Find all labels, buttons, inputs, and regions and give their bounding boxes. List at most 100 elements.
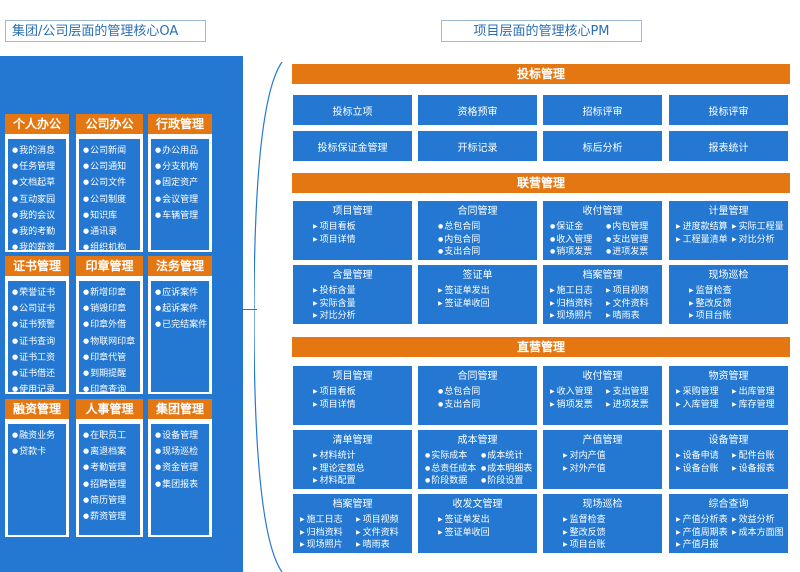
module-item[interactable]: 使用记录 — [12, 382, 66, 392]
module-box-item[interactable]: 内包合同 — [438, 234, 537, 247]
module-title[interactable]: 个人办公 — [5, 114, 69, 134]
module-box-item[interactable]: 签证单收回 — [438, 527, 537, 540]
module-box-item[interactable]: 整改反馈 — [563, 527, 662, 540]
module-item[interactable]: 已完结案件 — [155, 317, 209, 333]
module-box-item[interactable]: 整改反馈 — [689, 298, 788, 311]
bidding-module-button[interactable]: 资格预审 — [418, 95, 537, 125]
module-item[interactable]: 印章外借 — [83, 317, 140, 333]
module-box-item[interactable]: 阶段数据 — [425, 475, 481, 488]
module-box-item[interactable]: 工程量清单 — [676, 234, 732, 247]
module-item[interactable]: 印章查询 — [83, 382, 140, 392]
module-box-item[interactable]: 监督检查 — [563, 514, 662, 527]
module-box-item[interactable]: 设备报表 — [732, 463, 788, 476]
module-item[interactable]: 任务管理 — [12, 159, 66, 175]
direct-module-box[interactable]: 合同管理总包合同支出合同 — [418, 366, 537, 425]
module-box-item[interactable]: 进项发票 — [606, 246, 662, 259]
module-box-item[interactable]: 项目看板 — [313, 221, 412, 234]
module-box-item[interactable]: 成本方面图 — [732, 527, 788, 540]
module-box-item[interactable]: 采购管理 — [676, 386, 732, 399]
module-box-item[interactable]: 进项发票 — [606, 399, 662, 412]
joint-module-box[interactable]: 签证单签证单发出签证单收回 — [418, 265, 537, 324]
module-box-item[interactable]: 文件资料 — [356, 527, 412, 540]
direct-module-box[interactable]: 收付管理收入管理支出管理销项发票进项发票 — [543, 366, 662, 425]
module-box-item[interactable]: 项目台账 — [689, 310, 788, 323]
module-box-item[interactable]: 对比分析 — [313, 310, 412, 323]
module-title[interactable]: 融资管理 — [5, 399, 69, 419]
module-box-item[interactable]: 签证单发出 — [438, 285, 537, 298]
module-box-item[interactable]: 归档资料 — [300, 527, 356, 540]
module-box-item[interactable]: 产值周期表 — [676, 527, 732, 540]
module-box-item[interactable]: 项目视频 — [356, 514, 412, 527]
module-item[interactable]: 我的考勤 — [12, 224, 66, 240]
direct-module-box[interactable]: 清单管理材料统计理论定额总材料配置 — [293, 430, 412, 489]
module-item[interactable]: 通讯录 — [83, 224, 140, 240]
module-item[interactable]: 公司制度 — [83, 192, 140, 208]
module-item[interactable]: 简历管理 — [83, 493, 140, 509]
module-item[interactable]: 物联网印章 — [83, 334, 140, 350]
module-item[interactable]: 分支机构 — [155, 159, 209, 175]
module-box-item[interactable]: 现场照片 — [300, 539, 356, 552]
module-box-item[interactable]: 入库管理 — [676, 399, 732, 412]
joint-module-box[interactable]: 含量管理投标含量实际含量对比分析 — [293, 265, 412, 324]
direct-module-box[interactable]: 收发文管理签证单发出签证单收回 — [418, 494, 537, 553]
module-item[interactable]: 证书预警 — [12, 317, 66, 333]
module-box-item[interactable]: 配件台账 — [732, 450, 788, 463]
module-item[interactable]: 我的消息 — [12, 143, 66, 159]
module-box-item[interactable]: 支出管理 — [606, 386, 662, 399]
module-item[interactable]: 离退档案 — [83, 444, 140, 460]
module-box-item[interactable]: 施工日志 — [300, 514, 356, 527]
bidding-module-button[interactable]: 标后分析 — [543, 131, 662, 161]
module-item[interactable]: 资金管理 — [155, 460, 209, 476]
module-item[interactable]: 设备管理 — [155, 428, 209, 444]
module-box-item[interactable]: 阶段设置 — [481, 475, 537, 488]
direct-module-box[interactable]: 设备管理设备申请配件台账设备台账设备报表 — [669, 430, 788, 489]
module-item[interactable]: 办公用品 — [155, 143, 209, 159]
module-box-item[interactable]: 实际含量 — [313, 298, 412, 311]
module-box-item[interactable]: 对外产值 — [563, 463, 662, 476]
module-box-item[interactable]: 对比分析 — [732, 234, 788, 247]
module-box-item[interactable]: 理论定额总 — [313, 463, 412, 476]
module-box-item[interactable]: 保证金 — [550, 221, 606, 234]
module-item[interactable]: 固定资产 — [155, 175, 209, 191]
module-item[interactable]: 我的薪资 — [12, 240, 66, 250]
module-box-item[interactable]: 成本统计 — [481, 450, 537, 463]
joint-module-box[interactable]: 档案管理施工日志项目视频归档资料文件资料现场照片晴雨表 — [543, 265, 662, 324]
direct-module-box[interactable]: 档案管理施工日志项目视频归档资料文件资料现场照片晴雨表 — [293, 494, 412, 553]
module-box-item[interactable]: 总包合同 — [438, 221, 537, 234]
direct-module-box[interactable]: 成本管理实际成本成本统计总责任成本成本明细表阶段数据阶段设置 — [418, 430, 537, 489]
module-box-item[interactable]: 监督检查 — [689, 285, 788, 298]
module-title[interactable]: 公司办公 — [76, 114, 143, 134]
joint-module-box[interactable]: 项目管理项目看板项目详情 — [293, 201, 412, 260]
joint-module-box[interactable]: 合同管理总包合同内包合同支出合同 — [418, 201, 537, 260]
module-box-item[interactable]: 现场照片 — [550, 310, 606, 323]
module-box-item[interactable]: 支出合同 — [438, 246, 537, 259]
bidding-module-button[interactable]: 投标立项 — [293, 95, 412, 125]
bidding-module-button[interactable]: 开标记录 — [418, 131, 537, 161]
module-box-item[interactable]: 归档资料 — [550, 298, 606, 311]
joint-module-box[interactable]: 收付管理保证金内包管理收入管理支出管理销项发票进项发票 — [543, 201, 662, 260]
module-box-item[interactable]: 进度款结算 — [676, 221, 732, 234]
module-title[interactable]: 集团管理 — [148, 399, 212, 419]
joint-module-box[interactable]: 计量管理进度款结算实际工程量工程量清单对比分析 — [669, 201, 788, 260]
module-box-item[interactable]: 总包合同 — [438, 386, 537, 399]
module-item[interactable]: 薪资管理 — [83, 509, 140, 525]
module-item[interactable]: 公司证书 — [12, 301, 66, 317]
module-item[interactable]: 互动家园 — [12, 192, 66, 208]
module-box-item[interactable]: 投标含量 — [313, 285, 412, 298]
module-item[interactable]: 销毁印章 — [83, 301, 140, 317]
joint-module-box[interactable]: 现场巡检监督检查整改反馈项目台账 — [669, 265, 788, 324]
module-box-item[interactable]: 内包管理 — [606, 221, 662, 234]
module-box-item[interactable]: 实际工程量 — [732, 221, 788, 234]
module-item[interactable]: 证书工资 — [12, 350, 66, 366]
module-item[interactable]: 考勤管理 — [83, 460, 140, 476]
module-item[interactable]: 荣誉证书 — [12, 285, 66, 301]
direct-module-box[interactable]: 项目管理项目看板项目详情 — [293, 366, 412, 425]
module-box-item[interactable]: 项目台账 — [563, 539, 662, 552]
module-item[interactable]: 文档起草 — [12, 175, 66, 191]
module-item[interactable]: 到期提醒 — [83, 366, 140, 382]
module-item[interactable]: 招聘管理 — [83, 477, 140, 493]
module-box-item[interactable]: 项目详情 — [313, 399, 412, 412]
module-item[interactable]: 融资业务 — [12, 428, 66, 444]
bidding-module-button[interactable]: 投标保证金管理 — [293, 131, 412, 161]
module-item[interactable]: 公司通知 — [83, 159, 140, 175]
